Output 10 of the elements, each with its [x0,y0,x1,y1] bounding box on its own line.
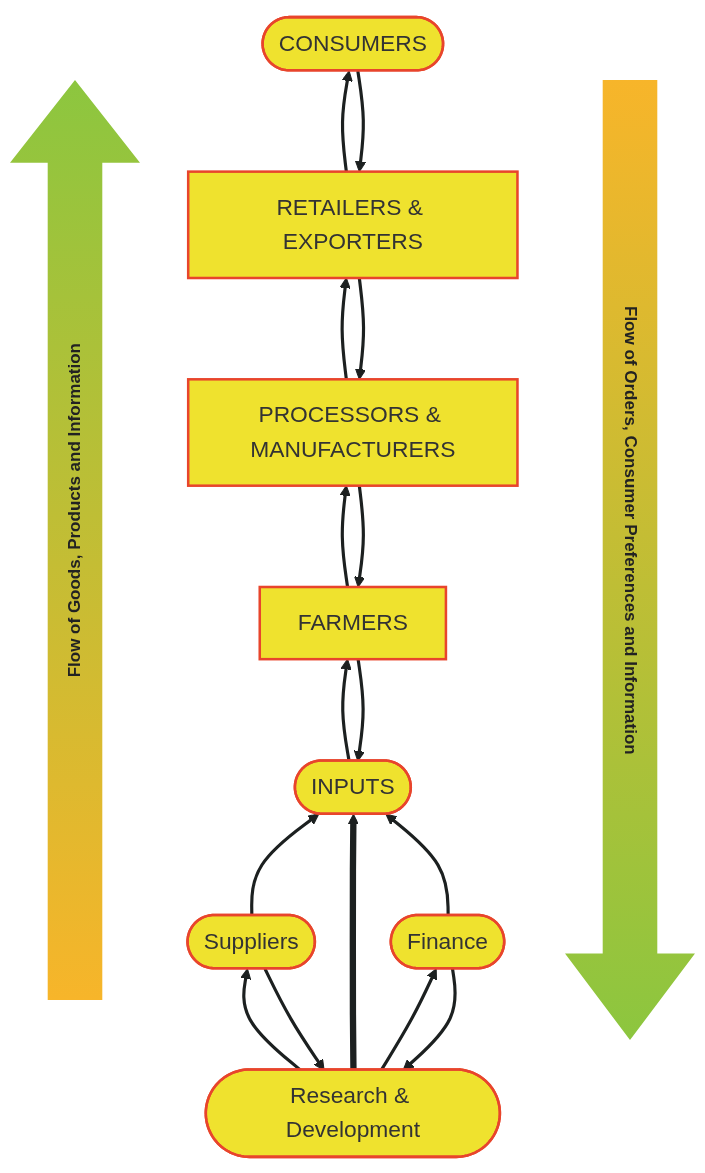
arrow-label: Flow of Orders, Consumer Preferences and Information [620,305,640,757]
node-box: FARMERS [258,585,448,660]
arrow [340,69,353,172]
arrow-label: Flow of Goods, Products and Information [65,342,85,680]
node-box: PROCESSORS & MANUFACTURERS [186,377,519,487]
arrow [355,70,367,172]
node-box: RETAILERS & EXPORTERS [186,169,519,279]
arrow [354,485,366,587]
arrow [347,813,359,1070]
arrow [339,277,351,379]
